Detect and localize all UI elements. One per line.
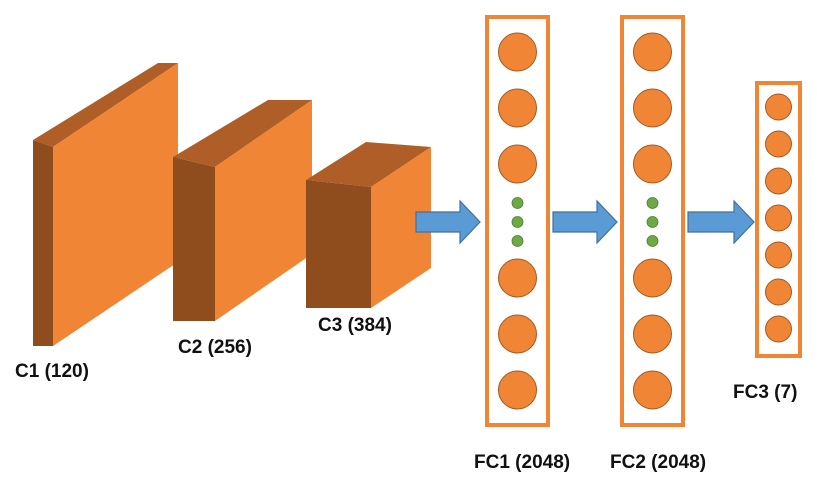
neuron (498, 370, 537, 410)
label-fc2: FC2 (2048) (610, 452, 706, 473)
conv-block-c3-side (306, 180, 371, 308)
arrow-fc2-to-fc3 (687, 199, 755, 245)
label-c3: C3 (384) (318, 315, 392, 336)
conv-block-c2-side (173, 157, 215, 321)
neuron (765, 278, 792, 306)
ellipsis-dot (646, 235, 659, 247)
fc-layer-fc1-frame (485, 15, 550, 427)
neuron (633, 370, 672, 410)
label-fc1: FC1 (2048) (474, 452, 570, 473)
fc-layer-fc3 (755, 81, 802, 358)
neuron (498, 314, 537, 354)
neuron (498, 88, 537, 128)
conv-block-c1-top (33, 63, 178, 147)
conv-block-c2-front (215, 100, 312, 321)
neuron (498, 32, 537, 72)
label-c2: C2 (256) (178, 337, 252, 358)
conv-block-c1 (33, 63, 178, 346)
conv-block-c3 (306, 142, 431, 308)
conv-block-c2-top (173, 100, 312, 167)
neuron (633, 32, 672, 72)
conv-block-c1-side (33, 140, 53, 346)
neuron (765, 241, 792, 269)
neuron (765, 93, 792, 121)
fc-layer-fc3-frame (755, 81, 802, 358)
neuron (633, 88, 672, 128)
conv-block-c3-front (371, 147, 431, 308)
neuron (498, 144, 537, 184)
ellipsis-dot (511, 235, 524, 247)
neuron (765, 204, 792, 232)
arrows (415, 199, 755, 245)
neuron (633, 258, 672, 298)
fc-layer-fc1 (485, 15, 550, 427)
neuron (498, 258, 537, 298)
ellipsis-dot (511, 216, 524, 228)
label-c1: C1 (120) (15, 361, 89, 382)
neuron (633, 314, 672, 354)
neuron (765, 315, 792, 343)
fc-layer-fc2-frame (620, 15, 685, 427)
ellipsis-dot (646, 216, 659, 228)
conv-block-c1-front (53, 63, 178, 346)
neuron (765, 167, 792, 195)
ellipsis-dot (511, 197, 524, 209)
conv-block-c3-top (306, 142, 431, 187)
label-fc3: FC3 (7) (733, 382, 797, 403)
neuron (633, 144, 672, 184)
neuron (765, 130, 792, 158)
fc-layer-fc2 (620, 15, 685, 427)
arrow-c3-to-fc1 (415, 199, 481, 245)
arrow-fc1-to-fc2 (552, 199, 618, 245)
ellipsis-dot (646, 197, 659, 209)
conv-block-c2 (173, 100, 312, 321)
